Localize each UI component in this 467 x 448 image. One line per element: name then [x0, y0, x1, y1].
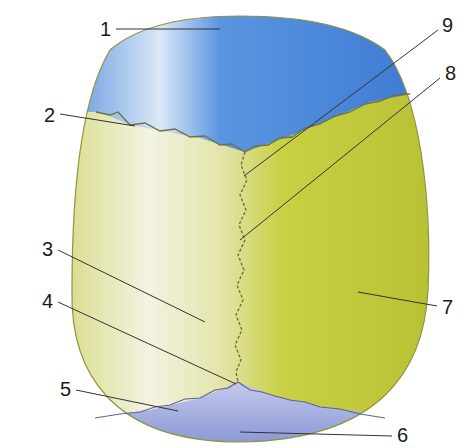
callout-number: 2: [44, 104, 55, 126]
callout-number: 9: [442, 14, 453, 36]
callout-number: 1: [100, 18, 111, 40]
callout-number: 6: [397, 424, 408, 446]
callout-number: 8: [445, 62, 456, 84]
callout-number: 3: [42, 238, 53, 260]
callout-number: 4: [42, 290, 53, 312]
callout-number: 5: [60, 378, 71, 400]
callout-number: 7: [442, 296, 453, 318]
